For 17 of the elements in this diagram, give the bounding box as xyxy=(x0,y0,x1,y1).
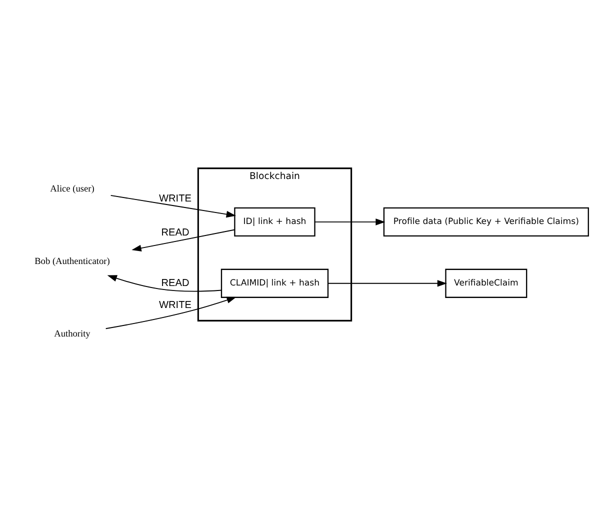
edge-label: WRITE xyxy=(158,300,192,311)
arrow xyxy=(132,229,236,252)
node-box: CLAIMID| link + hash xyxy=(220,268,329,298)
arrow xyxy=(314,218,386,226)
node-box: ID| link + hash xyxy=(234,207,316,237)
node-text: Bob (Authenticator) xyxy=(34,257,110,268)
edge-label: WRITE xyxy=(158,193,192,204)
arrow xyxy=(107,275,222,292)
node-box: Profile data (Public Key + Verifiable Claims) xyxy=(383,207,589,237)
arrow xyxy=(110,194,236,218)
node-text: Alice (user) xyxy=(50,184,94,195)
node-text: Authority xyxy=(54,329,90,340)
edge-label: READ xyxy=(161,278,190,290)
arrow xyxy=(328,280,448,287)
node-box: VerifiableClaim xyxy=(445,268,528,298)
arrow xyxy=(105,296,236,330)
edge-label: READ xyxy=(161,227,190,238)
